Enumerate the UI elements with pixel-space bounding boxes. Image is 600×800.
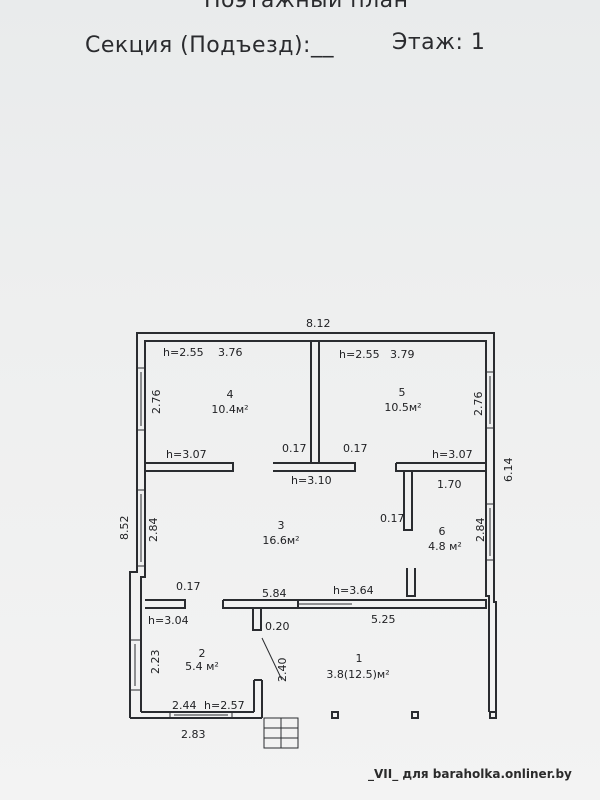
dim-room5-ceiling: h=2.55 — [339, 348, 380, 361]
room-1-area: 3.8(12.5)м² — [326, 668, 389, 681]
dim-right-mid-ceiling: h=3.07 — [432, 448, 473, 461]
dim-room2-ceiling: h=3.04 — [148, 614, 189, 627]
dim-corridor-width: 5.84 — [262, 587, 287, 600]
dim-wall-right: 0.17 — [343, 442, 368, 455]
dim-overall-height: 8.52 — [118, 516, 131, 541]
dim-partition: 0.20 — [265, 620, 290, 633]
room-5-number: 5 — [399, 386, 406, 399]
room-4-number: 4 — [227, 388, 234, 401]
dim-bottom-left-width: 2.83 — [181, 728, 206, 741]
dim-room5-height: 2.76 — [472, 392, 485, 417]
dim-right-height: 6.14 — [502, 458, 515, 483]
dim-terrace-width: 5.25 — [371, 613, 396, 626]
room-6-area: 4.8 м² — [428, 540, 462, 553]
watermark: _VII_ для baraholka.onliner.by — [368, 767, 572, 781]
room-1-number: 1 — [356, 652, 363, 665]
interior-walls — [145, 341, 487, 681]
dim-left-mid-ceiling: h=3.07 — [166, 448, 207, 461]
room-2-area: 5.4 м² — [185, 660, 219, 673]
dim-diagonal: 2.40 — [276, 658, 289, 683]
dim-overall-width: 8.12 — [306, 317, 331, 330]
dim-room2-height: 2.23 — [149, 650, 162, 675]
room-3-number: 3 — [278, 519, 285, 532]
section-label: Секция (Подъезд):__ — [85, 33, 334, 58]
room-4-area: 10.4м² — [211, 403, 248, 416]
dim-room6-width: 1.70 — [437, 478, 462, 491]
dim-room4-height: 2.76 — [150, 390, 163, 415]
plan-title: Поэтажный план — [204, 0, 409, 13]
dim-room4-width: 3.76 — [218, 346, 243, 359]
dim-room6-height: 2.84 — [474, 518, 487, 543]
dim-room4-ceiling: h=2.55 — [163, 346, 204, 359]
dim-room6-wall: 0.17 — [380, 512, 405, 525]
dim-center-ceiling: h=3.10 — [291, 474, 332, 487]
room-3-area: 16.6м² — [262, 534, 299, 547]
windows — [130, 367, 494, 718]
room-5-area: 10.5м² — [384, 401, 421, 414]
entry-steps — [263, 717, 299, 749]
room-6-number: 6 — [439, 525, 446, 538]
dim-room2-width: 2.44 — [172, 699, 197, 712]
dim-room3-height: 2.84 — [147, 518, 160, 543]
dim-corridor-ceiling: h=3.64 — [333, 584, 374, 597]
outer-walls — [129, 332, 497, 719]
dim-room2-ceiling-bottom: h=2.57 — [204, 699, 245, 712]
terrace-columns — [331, 711, 497, 719]
room-2-number: 2 — [199, 647, 206, 660]
dim-room2-wall: 0.17 — [176, 580, 201, 593]
floor-label: Этаж: 1 — [392, 30, 486, 55]
dim-wall-left: 0.17 — [282, 442, 307, 455]
dim-room5-width: 3.79 — [390, 348, 415, 361]
